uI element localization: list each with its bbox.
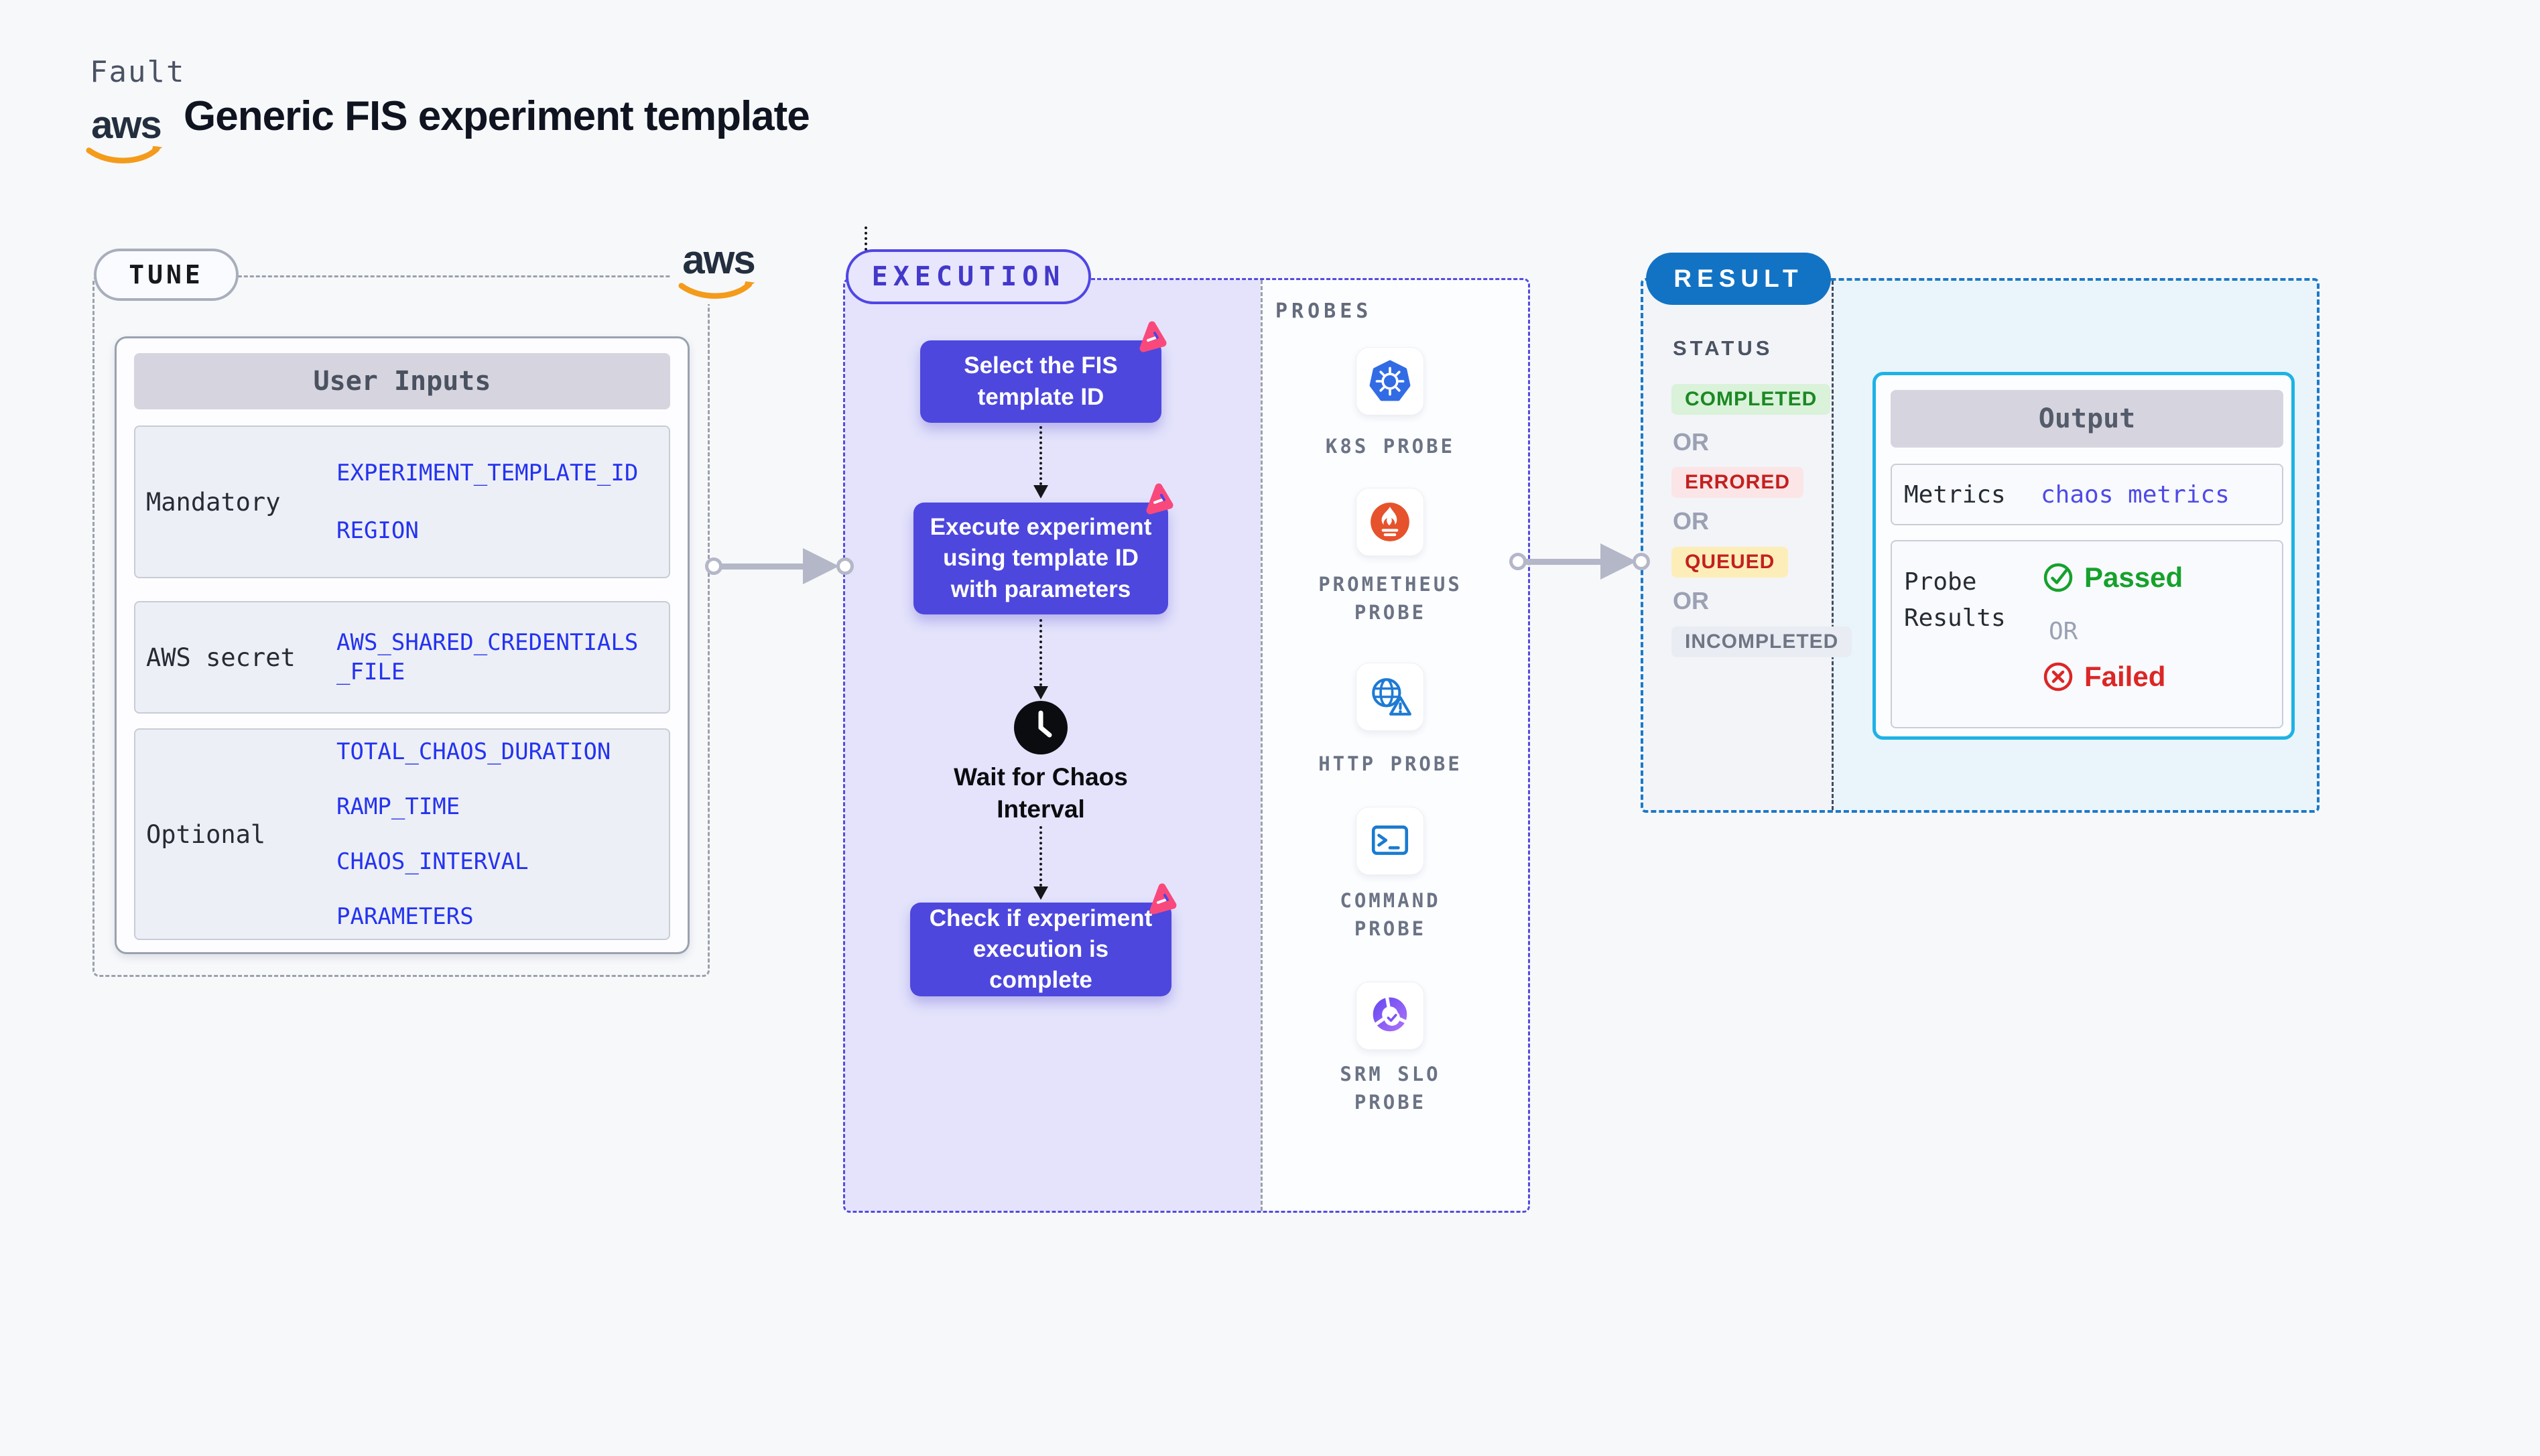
chaos-badge-icon: [1139, 321, 1167, 352]
tune-pill: TUNE: [94, 249, 239, 301]
kubernetes-icon: [1369, 360, 1411, 401]
k8s-probe-card: [1356, 347, 1424, 415]
step-check-complete: Check if experiment execution is complet…: [910, 903, 1171, 996]
value-experiment-template-id: EXPERIMENT_TEMPLATE_ID: [336, 459, 639, 486]
verdict-failed: Failed: [2043, 661, 2165, 693]
execution-section: Select the FIS template ID Execute exper…: [843, 278, 1530, 1213]
value-aws-shared-credentials-file: AWS_SHARED_CREDENTIALS_FILE: [336, 628, 639, 685]
output-card: Output Metrics chaos metrics Probe Resul…: [1872, 372, 2295, 740]
output-header: Output: [1891, 390, 2283, 448]
arrow-line: [720, 564, 808, 570]
mandatory-row: Mandatory EXPERIMENT_TEMPLATE_ID REGION: [134, 425, 670, 578]
arrow-line: [1039, 619, 1042, 686]
value-parameters: PARAMETERS: [336, 903, 474, 931]
arrow-head: [1033, 485, 1048, 499]
metrics-value: chaos metrics: [2041, 480, 2230, 509]
value-ramp-time: RAMP_TIME: [336, 793, 460, 820]
user-inputs-header: User Inputs: [134, 353, 670, 409]
value-region: REGION: [336, 517, 419, 544]
execution-connector-stub: [865, 226, 867, 251]
probes-pane: [1261, 280, 1528, 1211]
flow-arrow: [1033, 826, 1049, 900]
optional-values: TOTAL_CHAOS_DURATION RAMP_TIME CHAOS_INT…: [336, 737, 641, 932]
status-badge-completed: COMPLETED: [1671, 384, 1831, 415]
arrow-line: [1524, 559, 1606, 565]
tune-to-execution-arrow: [705, 543, 854, 590]
aws-smile-icon: [678, 281, 755, 299]
mandatory-values: EXPERIMENT_TEMPLATE_ID REGION: [336, 458, 641, 545]
arrow-end-dot: [1633, 553, 1650, 570]
value-total-chaos-duration: TOTAL_CHAOS_DURATION: [336, 738, 611, 765]
step-select-template: Select the FIS template ID: [920, 340, 1161, 423]
probe-results-label: Probe Results: [1904, 568, 2006, 632]
step-execute-experiment: Execute experiment using template ID wit…: [913, 503, 1168, 614]
or-separator: OR: [1673, 587, 1709, 614]
failed-text: Failed: [2084, 661, 2166, 692]
status-badge-queued: QUEUED: [1671, 547, 1789, 578]
k8s-probe-label: K8S PROBE: [1325, 435, 1456, 458]
aws-logo: aws: [86, 106, 166, 165]
probe-results-row: Probe Results Passed OR Failed: [1891, 540, 2283, 728]
aws-secret-values: AWS_SHARED_CREDENTIALS_FILE: [336, 628, 641, 687]
arrow-head: [1600, 543, 1637, 580]
chaos-badge-icon: [1146, 483, 1173, 515]
aws-secret-label: AWS secret: [146, 643, 296, 672]
check-circle-icon: [2043, 563, 2073, 592]
prometheus-probe-card: [1356, 488, 1424, 556]
arrow-head: [803, 548, 839, 584]
page-title: Generic FIS experiment template: [184, 93, 810, 139]
tune-section: User Inputs Mandatory EXPERIMENT_TEMPLAT…: [92, 275, 710, 977]
execution-pill: EXECUTION: [846, 249, 1091, 304]
or-separator: OR: [2049, 618, 2078, 645]
srm-slo-probe-label: SRM SLO PROBE: [1340, 1063, 1441, 1114]
arrow-head: [1033, 686, 1048, 700]
flow-arrow: [1033, 426, 1049, 499]
prometheus-icon: [1371, 503, 1409, 541]
arrow-line: [1039, 426, 1042, 485]
http-globe-icon: [1372, 678, 1411, 716]
http-probe-card: [1356, 663, 1424, 731]
flow-arrow: [1033, 619, 1049, 700]
status-badge-incompleted: INCOMPLETED: [1671, 626, 1852, 657]
result-pill: RESULT: [1646, 253, 1831, 305]
brand-label: Fault: [90, 55, 186, 89]
value-chaos-interval: CHAOS_INTERVAL: [336, 848, 529, 875]
command-terminal-icon: [1371, 825, 1409, 855]
user-inputs-card: User Inputs Mandatory EXPERIMENT_TEMPLAT…: [115, 336, 690, 954]
aws-logo-text: aws: [91, 103, 162, 147]
mandatory-label: Mandatory: [146, 487, 281, 517]
or-separator: OR: [1673, 507, 1709, 535]
status-pane: [1643, 281, 1832, 810]
probes-title: PROBES: [1275, 300, 1373, 323]
verdict-passed: Passed: [2043, 561, 2183, 594]
srm-slo-probe-card: [1356, 982, 1424, 1050]
status-title: STATUS: [1673, 336, 1773, 360]
command-probe-label: COMMAND PROBE: [1340, 889, 1441, 941]
optional-label: Optional: [146, 819, 266, 849]
metrics-row: Metrics chaos metrics: [1891, 464, 2283, 525]
optional-row: Optional TOTAL_CHAOS_DURATION RAMP_TIME …: [134, 728, 670, 940]
step-wait-chaos-interval: Wait for Chaos Interval: [954, 763, 1128, 823]
arrow-start-dot: [1509, 553, 1527, 570]
clock-icon: [1013, 700, 1068, 755]
or-separator: OR: [1673, 428, 1709, 456]
probes-to-result-arrow: [1509, 538, 1650, 585]
arrow-head: [1033, 886, 1048, 900]
srm-slo-donut-icon: [1373, 996, 1407, 1032]
aws-secret-row: AWS secret AWS_SHARED_CREDENTIALS_FILE: [134, 601, 670, 714]
http-probe-label: HTTP PROBE: [1318, 752, 1462, 775]
chaos-badge-icon: [1149, 883, 1177, 915]
status-badge-errored: ERRORED: [1671, 467, 1804, 498]
aws-logo-text: aws: [682, 237, 755, 282]
passed-text: Passed: [2084, 561, 2183, 593]
metrics-label: Metrics: [1904, 480, 2006, 509]
x-circle-icon: [2043, 662, 2073, 691]
arrow-line: [1039, 826, 1042, 886]
result-section: STATUS COMPLETED OR ERRORED OR QUEUED OR…: [1641, 278, 2320, 813]
command-probe-card: [1356, 807, 1424, 875]
arrow-end-dot: [836, 557, 854, 575]
prometheus-probe-label: PROMETHEUS PROBE: [1318, 573, 1462, 624]
aws-logo-tune-corner: aws: [670, 236, 767, 304]
aws-smile-icon: [86, 145, 163, 163]
